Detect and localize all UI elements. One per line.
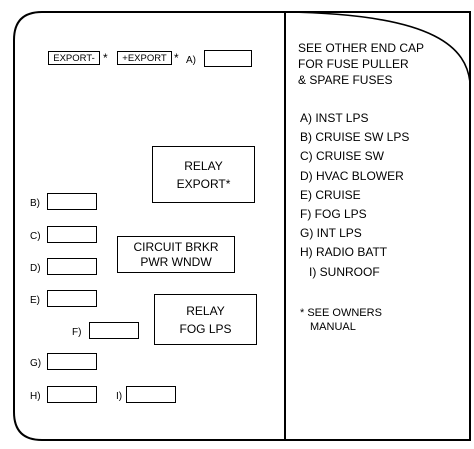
plus-export-connector: +EXPORT [117,51,172,65]
legend-item-d: D) HVAC BLOWER [300,168,404,183]
fuse-slot-g [47,353,97,370]
fuse-slot-d [47,258,97,275]
fuse-label-h: H) [30,391,41,402]
footnote-line1: * SEE OWNERS [300,307,382,319]
legend-item-f: F) FOG LPS [300,207,367,222]
fuse-label-e: E) [30,295,40,306]
export-minus-star: * [103,51,108,65]
relay-export-line2: EXPORT* [176,176,231,191]
relay-fog-lamps: RELAY FOG LPS [154,294,257,345]
relay-fog-line2: FOG LPS [179,321,232,336]
legend-item-h: H) RADIO BATT [300,245,388,260]
relay-fog-line1: RELAY [186,303,225,318]
header-note-line3: & SPARE FUSES [298,73,393,87]
fuse-label-g: G) [30,358,42,369]
fuse-label-b: B) [30,198,40,209]
legend-item-i: I) SUNROOF [309,264,380,279]
legend-item-c: C) CRUISE SW [300,149,384,164]
legend-item-g: G) INT LPS [300,226,362,241]
fuse-slot-c [47,226,97,243]
relay-export: RELAY EXPORT* [152,146,255,203]
export-minus-label: EXPORT- [53,52,95,64]
header-note: SEE OTHER END CAP FOR FUSE PULLER & SPAR… [298,40,424,88]
circuit-breaker-line2: PWR WNDW [140,254,212,269]
fuse-legend: A) INST LPS B) CRUISE SW LPS C) CRUISE S… [300,109,409,282]
fuse-slot-f [89,322,139,339]
circuit-breaker-power-window: CIRCUIT BRKR PWR WNDW [117,236,235,273]
fuse-label-i: I) [116,391,123,402]
export-minus-connector: EXPORT- [48,51,100,65]
fuse-label-a: A) [186,55,196,66]
fuse-slot-b [47,193,97,210]
fuse-slot-i [126,386,176,403]
relay-export-line1: RELAY [184,158,223,173]
fuse-label-c: C) [30,231,41,242]
legend-item-e: E) CRUISE [300,187,361,202]
header-note-line2: FOR FUSE PULLER [298,57,409,71]
plus-export-star: * [174,51,179,65]
circuit-breaker-line1: CIRCUIT BRKR [133,239,219,254]
legend-item-a: A) INST LPS [300,111,369,125]
header-note-line1: SEE OTHER END CAP [298,41,425,55]
plus-export-label: +EXPORT [122,52,167,64]
legend-item-b: B) CRUISE SW LPS [300,130,410,145]
fuse-label-d: D) [30,263,41,274]
fuse-slot-h [47,386,97,403]
footnote: * SEE OWNERS MANUAL [300,306,382,334]
footnote-line2: MANUAL [310,321,356,333]
fuse-slot-e [47,290,97,307]
fuse-label-f: F) [72,327,82,338]
fuse-slot-a [204,50,252,67]
